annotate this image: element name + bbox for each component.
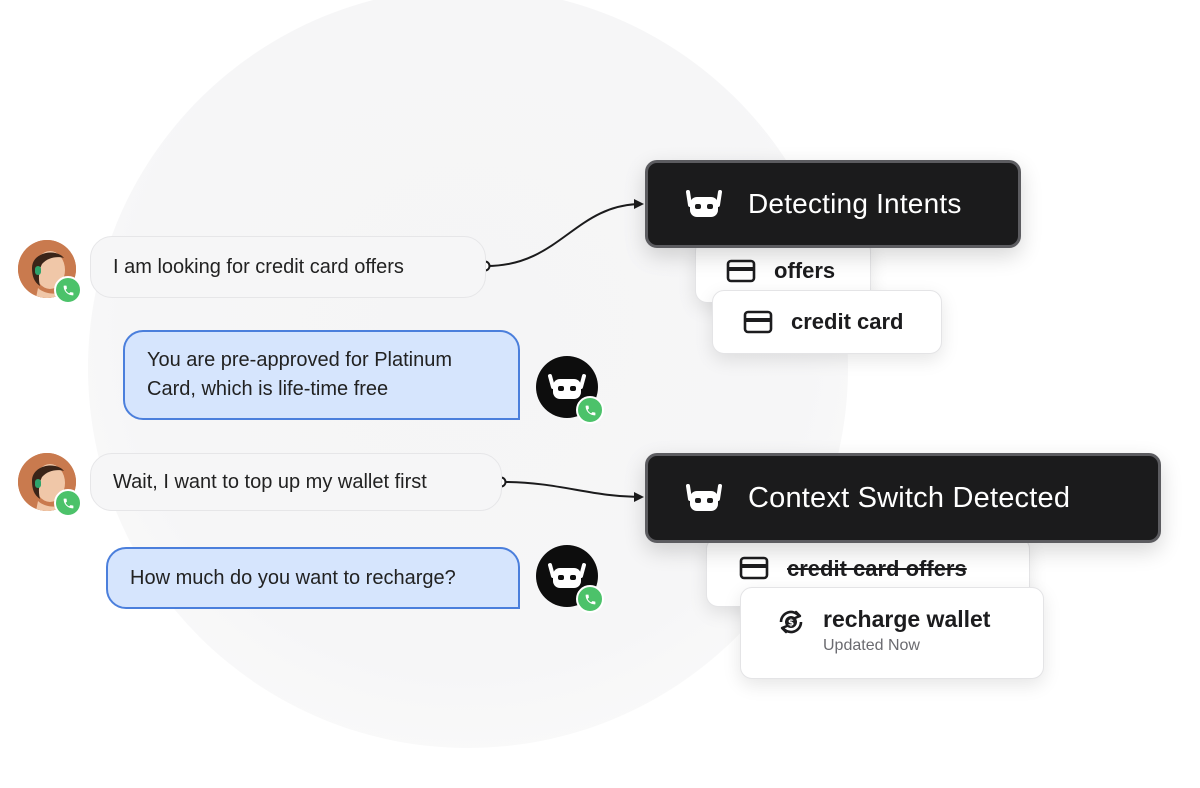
chip-label: credit card offers: [787, 556, 967, 581]
intent-chip-recharge-wallet: $ recharge wallet Updated Now: [740, 587, 1044, 679]
svg-text:$: $: [788, 619, 794, 629]
phone-call-icon: [576, 585, 604, 613]
credit-card-icon: [726, 259, 756, 283]
user-avatar: [18, 453, 82, 517]
phone-call-icon: [54, 489, 82, 517]
intent-card-detecting: Detecting Intents: [645, 160, 1021, 248]
intent-chip-credit-card: credit card: [712, 290, 942, 354]
bot-avatar: [536, 356, 604, 424]
message-text: How much do you want to recharge?: [130, 566, 456, 589]
bot-icon: [686, 481, 722, 515]
chip-text-group: recharge wallet Updated Now: [823, 606, 990, 655]
chip-label: recharge wallet: [823, 606, 991, 632]
credit-card-icon: [743, 310, 773, 334]
bot-message: You are pre-approved for Platinum Card, …: [123, 330, 520, 420]
message-text: Wait, I want to top up my wallet first: [113, 470, 427, 493]
bot-message: How much do you want to recharge?: [106, 547, 520, 609]
intent-card-title: Context Switch Detected: [748, 481, 1071, 514]
intent-card-title: Detecting Intents: [748, 188, 962, 219]
bot-icon: [548, 374, 586, 399]
credit-card-icon: [739, 556, 769, 580]
connector-arrow-1: [486, 199, 644, 267]
bot-avatar: [536, 545, 604, 613]
user-message: I am looking for credit card offers: [90, 236, 486, 298]
wallet-recharge-icon: $: [775, 606, 807, 638]
chip-label: offers: [774, 258, 836, 283]
message-text: I am looking for credit card offers: [113, 255, 404, 278]
chip-label: credit card: [791, 309, 904, 334]
intent-card-context-switch: Context Switch Detected: [645, 453, 1161, 543]
bot-icon: [686, 187, 722, 221]
bot-icon: [548, 563, 586, 588]
message-text: You are pre-approved for Platinum Card, …: [147, 349, 452, 400]
user-message: Wait, I want to top up my wallet first: [90, 453, 502, 511]
connector-arrow-2: [502, 481, 644, 502]
user-avatar: [18, 240, 82, 304]
intent-chip-offers: offers: [695, 239, 871, 303]
chip-status: Updated Now: [823, 637, 920, 654]
phone-call-icon: [576, 396, 604, 424]
phone-call-icon: [54, 276, 82, 304]
